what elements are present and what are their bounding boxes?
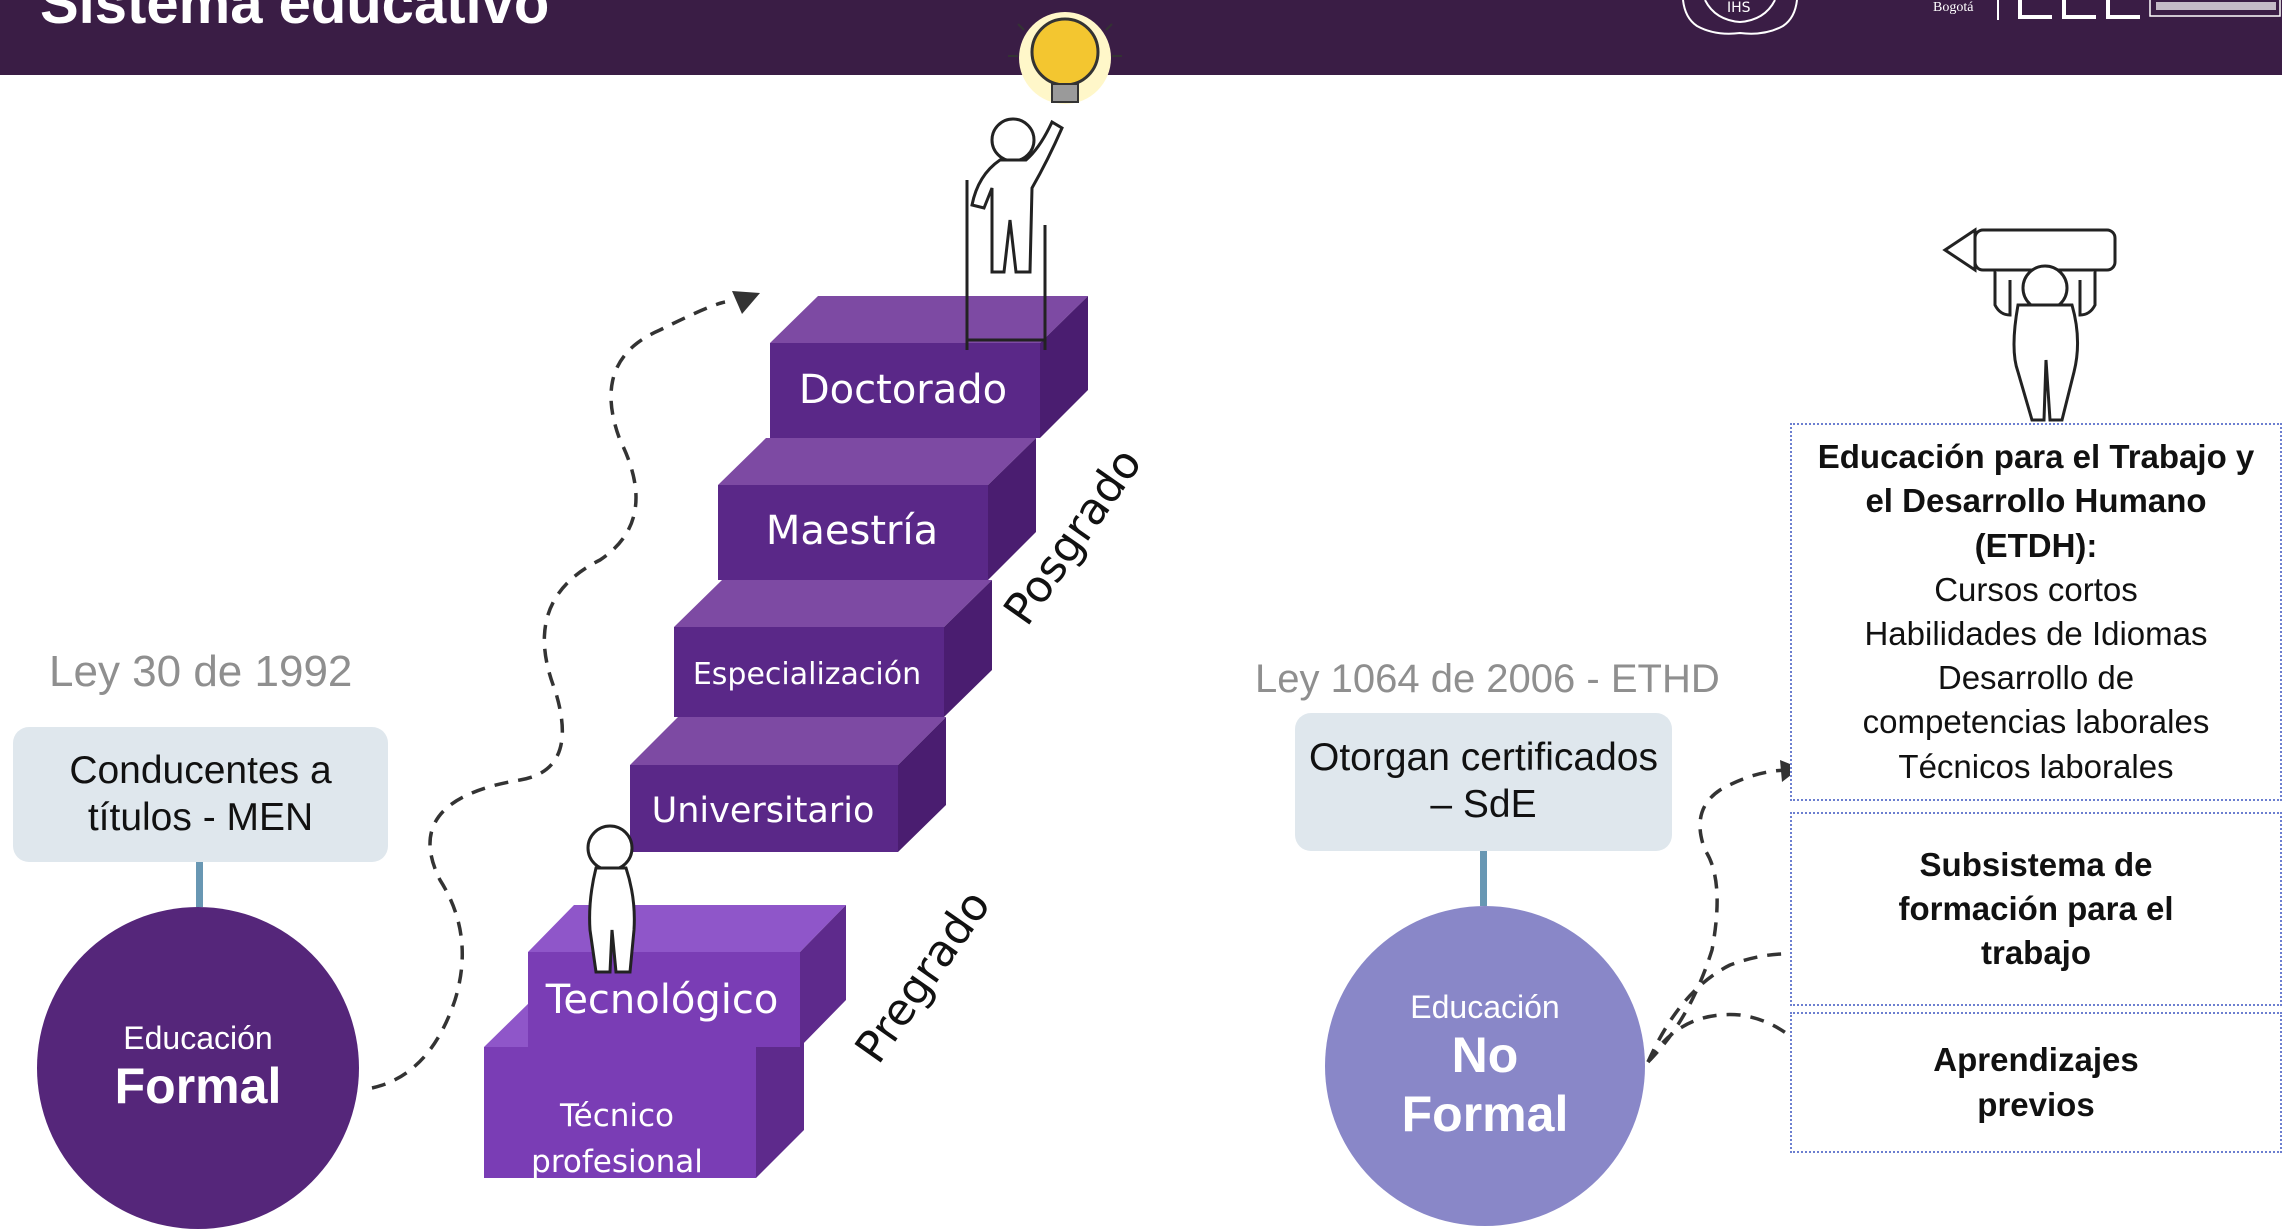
etdh-item: Habilidades de Idiomas — [1864, 615, 2208, 652]
etdh-item: Cursos cortos — [1934, 570, 2138, 608]
step-universitario — [630, 717, 946, 852]
label-especializacion: Especialización — [693, 657, 921, 692]
arrow-to-aprendizajes — [1646, 1012, 1802, 1063]
etdh-title: Educación para el Trabajo y el Desarroll… — [1817, 438, 2255, 564]
formal-path-arrowhead — [732, 291, 760, 314]
svg-text:IHS: IHS — [1727, 0, 1751, 16]
etdh-item: Desarrollo de competencias laborales — [1862, 659, 2210, 741]
formal-law-label: Ley 30 de 1992 — [49, 647, 353, 696]
formal-circle-small: Educación — [123, 1020, 273, 1056]
etdh-box: Educación para el Trabajo y el Desarroll… — [1790, 423, 2282, 801]
arrow-to-subsistema — [1646, 952, 1809, 1063]
noformal-info-box: Otorgan certificados – SdE — [1295, 713, 1672, 851]
formal-info-box: Conducentes a títulos - MEN — [13, 727, 388, 862]
formal-dashed-path — [371, 300, 726, 1090]
header-title: Sistema educativo — [40, 0, 550, 36]
label-tecnico-2: profesional — [531, 1144, 703, 1180]
label-pregrado: Pregrado — [846, 881, 1001, 1072]
label-maestria: Maestría — [766, 508, 938, 554]
person-reaching-icon — [965, 117, 1064, 350]
aprendizajes-box: Aprendizajes previos — [1790, 1012, 2282, 1153]
brand-logo — [1997, 0, 2281, 20]
etdh-item: Técnicos laborales — [1898, 747, 2174, 785]
noformal-circle-big2: Formal — [1401, 1085, 1569, 1142]
label-tecnico-1: Técnico — [559, 1098, 674, 1134]
step-tecnologico — [528, 905, 846, 1047]
label-doctorado: Doctorado — [799, 367, 1007, 413]
noformal-circle-big1: No — [1451, 1026, 1519, 1083]
formal-connector — [196, 862, 203, 907]
noformal-circle-small: Educación — [1410, 988, 1560, 1025]
label-tecnologico: Tecnológico — [545, 977, 779, 1023]
header-bar — [0, 0, 2282, 75]
formal-circle: Educación Formal — [37, 907, 359, 1229]
person-climbing-icon — [586, 824, 636, 974]
subsistema-box: Subsistema de formación para el trabajo — [1790, 812, 2282, 1006]
step-maestria — [718, 438, 1036, 580]
label-universitario: Universitario — [652, 791, 875, 831]
arrow-to-etdh — [1646, 768, 1791, 1064]
university-seal-logo: IHS — [1682, 0, 1798, 35]
subsistema-label: Subsistema de formación para el trabajo — [1898, 845, 2174, 972]
aprendizajes-label: Aprendizajes previos — [1933, 1041, 2139, 1123]
noformal-connector — [1480, 851, 1487, 906]
step-doctorado — [770, 296, 1088, 438]
header-city: Bogotá — [1933, 0, 1974, 15]
formal-circle-big: Formal — [114, 1058, 282, 1114]
noformal-law-label: Ley 1064 de 2006 - ETHD — [1255, 657, 1720, 701]
person-pencil-icon — [1942, 227, 2117, 422]
noformal-circle: Educación No Formal — [1325, 906, 1645, 1226]
step-especializacion — [674, 580, 992, 717]
lightbulb-icon — [1008, 12, 1122, 104]
